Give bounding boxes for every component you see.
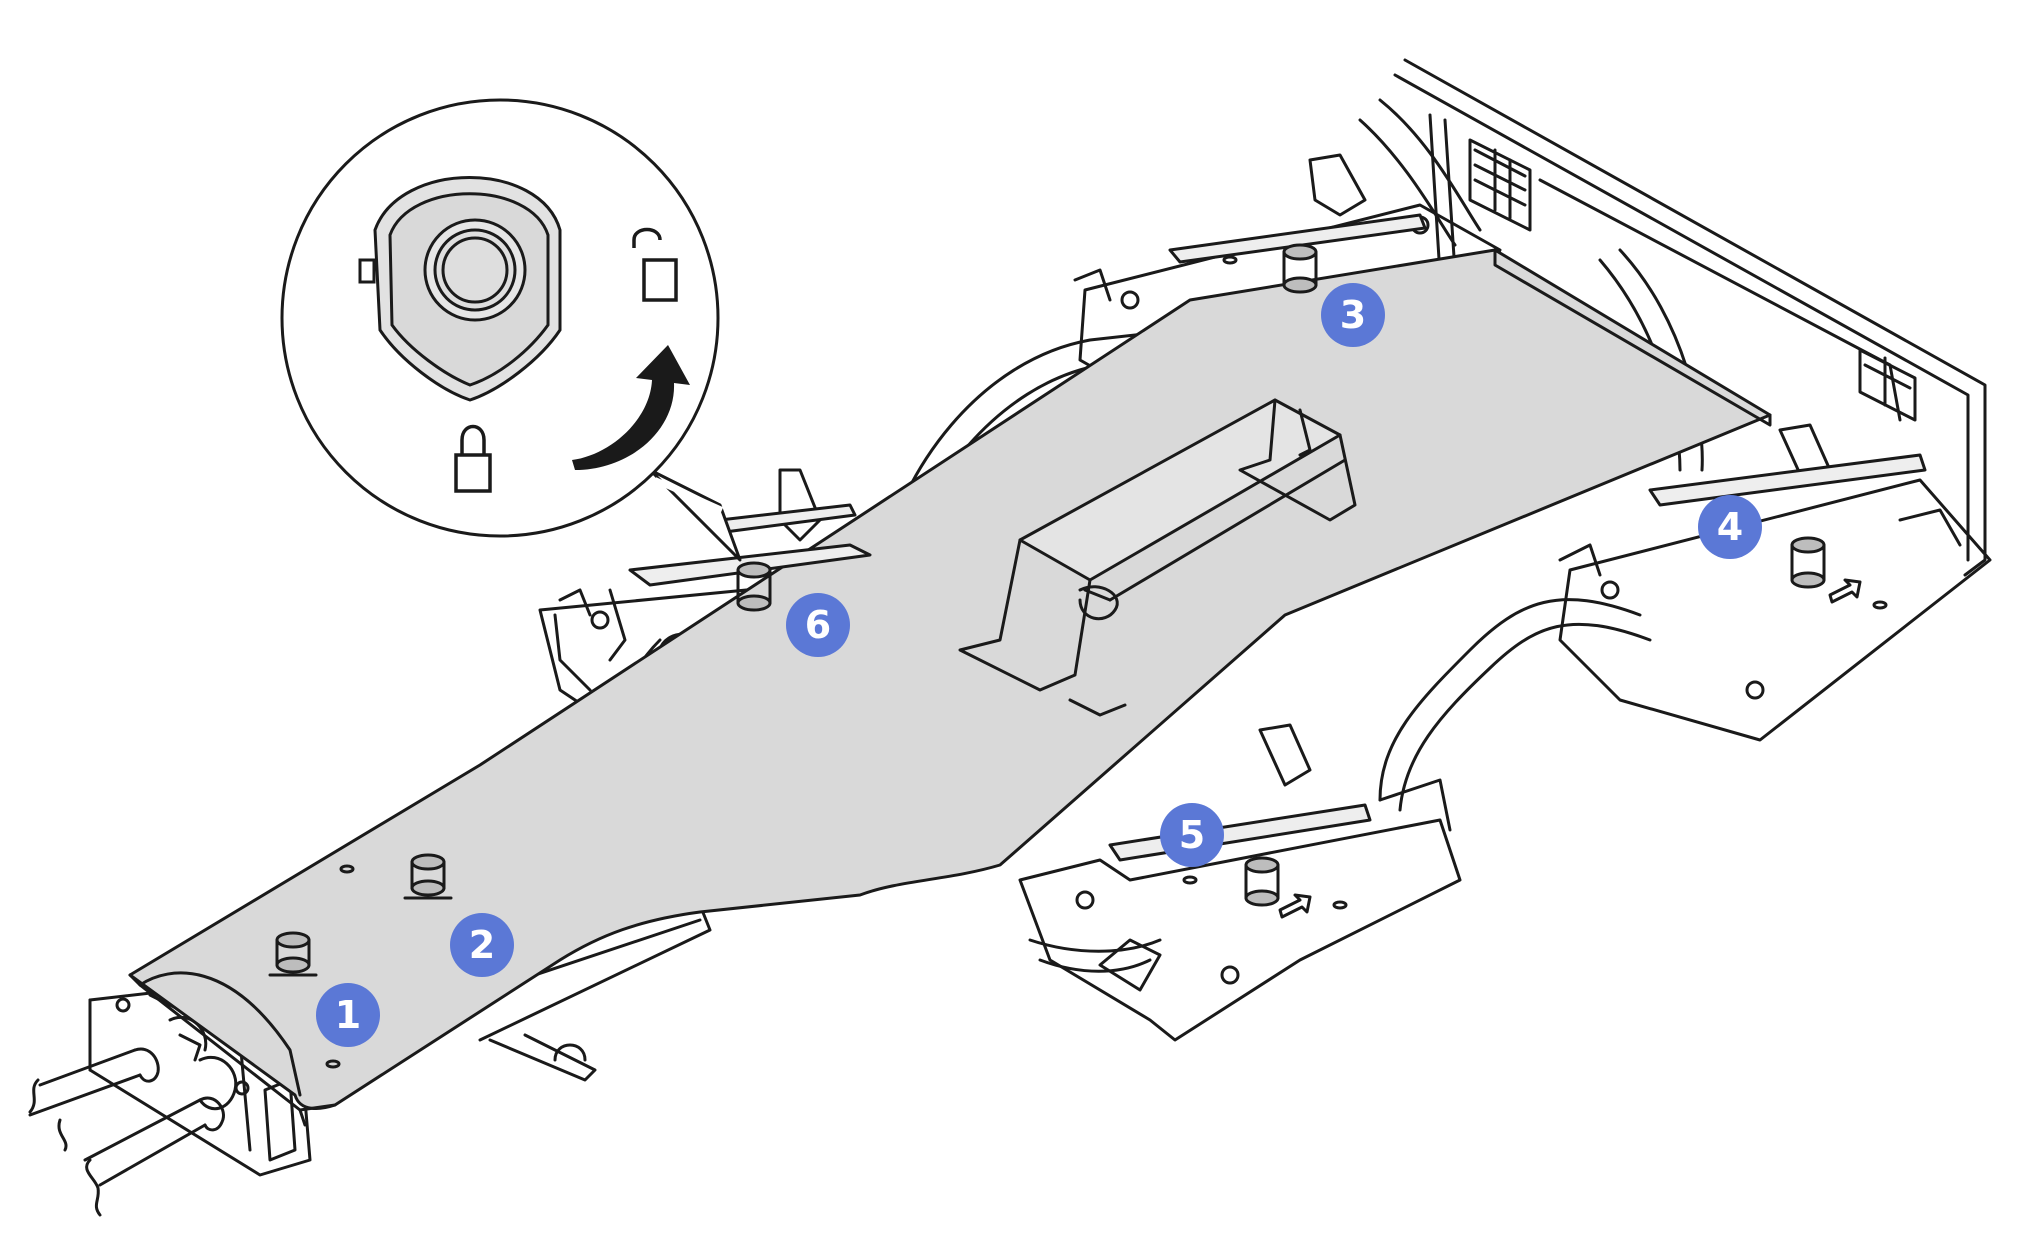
callout-6-label: 6 [805,603,831,647]
callout-4: 4 [1698,495,1762,559]
callout-4-label: 4 [1717,505,1743,549]
callout-2-label: 2 [469,923,495,967]
screw-2 [403,853,453,900]
screw-4 [1790,536,1826,589]
tray-handle [958,398,1357,717]
callout-5: 5 [1160,803,1224,867]
callout-2: 2 [450,913,514,977]
coolant-cables [28,1047,225,1217]
rear-frame-rail [1393,58,1987,577]
captive-screws [268,243,1826,977]
screw-1 [268,931,318,977]
unlock-icon [632,227,678,302]
callout-6: 6 [786,593,850,657]
screw-5 [1244,856,1280,907]
callout-3-label: 3 [1340,293,1366,337]
direction-arrows [1278,578,1862,919]
callout-1: 1 [316,983,380,1047]
shipping-tray [128,248,1772,1127]
plate-holes [325,255,1888,1069]
lock-icon [454,424,492,493]
screw-3 [1282,243,1318,294]
callout-markers: 1 2 3 4 5 6 [316,283,1762,1047]
rotate-arrow-icon [572,345,690,470]
cold-plate-bracket-front [1018,723,1462,1042]
callout-3: 3 [1321,283,1385,347]
inset-magnifier [280,98,742,562]
screw-6 [736,561,772,612]
callout-1-label: 1 [335,993,361,1037]
callout-5-label: 5 [1179,813,1205,857]
screw-head-icon [358,176,562,402]
